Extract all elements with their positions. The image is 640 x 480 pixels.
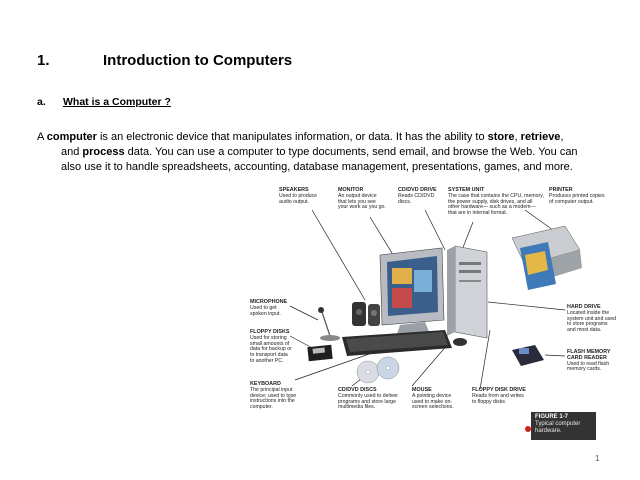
paragraph-line: A computer is an electronic device that …: [37, 131, 564, 143]
label-keyboard: KEYBOARD The principal input device; use…: [250, 381, 297, 411]
printer: [511, 225, 582, 290]
subsection-title: What is a Computer ?: [63, 96, 171, 108]
keyboard: [342, 330, 452, 356]
section-number: 1.: [37, 52, 50, 69]
computer-hardware-illustration: [289, 209, 582, 390]
label-hard-drive: HARD DRIVE Located inside the system uni…: [567, 304, 617, 334]
label-floppy-disks: FLOPPY DISKS Used for storing small amou…: [250, 329, 292, 364]
microphone: [318, 307, 340, 341]
figure-number: FIGURE 1-7: [535, 414, 569, 420]
label-microphone: MICROPHONE Used to get spoken input.: [250, 299, 288, 317]
label-monitor: MONITOR An output device that lets you s…: [338, 187, 386, 211]
intro-paragraph: A computer is an electronic device that …: [37, 130, 597, 175]
label-speakers: SPEAKERS Used to produce audio output.: [279, 187, 318, 205]
label-flash-memory-card-reader: FLASH MEMORY CARD READER Used to read fl…: [567, 349, 611, 373]
bold-term: store: [487, 131, 515, 143]
floppy-disks: [307, 344, 333, 362]
flash-memory-card-reader: [512, 345, 544, 366]
bold-term: computer: [46, 131, 97, 143]
label-system-unit: SYSTEM UNIT The case that contains the C…: [448, 187, 544, 217]
label-mouse: MOUSE A pointing device used to make on-…: [412, 387, 454, 411]
figure-marker-icon: [525, 426, 531, 432]
speakers: [352, 302, 380, 326]
label-cd-dvd-discs: CD/DVD DISCS Commonly used to deliver pr…: [338, 387, 398, 411]
monitor: [379, 247, 445, 337]
label-floppy-disk-drive: FLOPPY DISK DRIVE Reads from and writes …: [472, 387, 526, 405]
bold-term: retrieve: [520, 131, 561, 143]
figure-caption: FIGURE 1-7 Typical computer hardware.: [531, 412, 596, 440]
label-cd-dvd-drive: CD/DVD DRIVE Reads CD/DVD discs.: [398, 187, 437, 205]
bold-term: process: [82, 146, 125, 158]
system-unit: [447, 245, 488, 339]
label-printer: PRINTER Produces printed copies of compu…: [549, 187, 605, 205]
paragraph-line: and process data. You can use a computer…: [61, 146, 578, 158]
figure-caption-text: Typical computer hardware.: [535, 421, 581, 434]
paragraph-line: also use it to handle spreadsheets, acco…: [61, 161, 573, 173]
cd-dvd-discs: [356, 356, 400, 384]
mouse: [453, 338, 467, 346]
page-number: 1: [595, 454, 600, 463]
section-title: Introduction to Computers: [103, 52, 293, 69]
subsection-letter: a.: [37, 96, 46, 108]
